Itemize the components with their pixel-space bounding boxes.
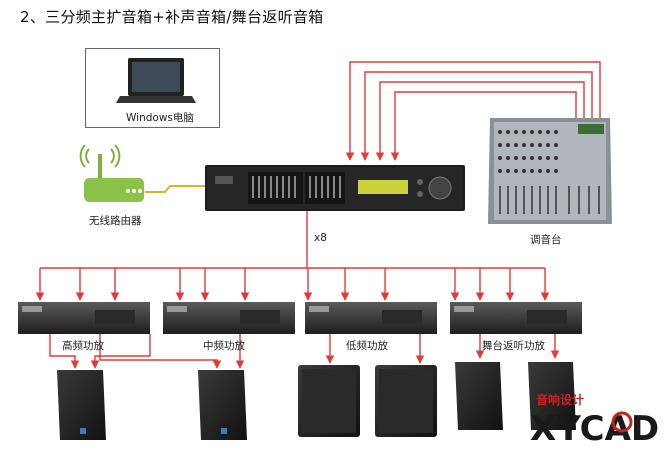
subwoofer-1 — [298, 365, 360, 437]
amplifier-mid — [163, 302, 295, 334]
mixer-console — [488, 118, 612, 224]
monitor-speaker-1 — [455, 362, 503, 430]
speaker-main-1 — [57, 370, 106, 440]
subwoofer-2 — [375, 365, 437, 437]
network-cable — [145, 185, 205, 193]
output-distribution-lines — [35, 211, 550, 301]
amp-label-mid: 中频功放 — [203, 340, 245, 352]
amp-label-monitor: 舞台返听功放 — [482, 340, 545, 352]
amp-speaker-lines — [49, 334, 560, 369]
amp-label-high: 高频功放 — [62, 340, 104, 352]
amp-label-low: 低频功放 — [346, 340, 388, 352]
xycad-logo: XYCAD — [530, 409, 659, 449]
laptop-icon — [116, 58, 196, 103]
mixer-label: 调音台 — [530, 234, 562, 246]
processor-count-label: x8 — [314, 232, 327, 244]
mixer-signal-lines — [345, 61, 601, 161]
watermark-text: 音响设计 — [536, 393, 585, 407]
wifi-router-icon — [79, 144, 144, 202]
amplifier-low — [305, 302, 437, 334]
amplifier-monitor — [450, 302, 582, 334]
amplifier-high — [18, 302, 150, 334]
processor-unit — [205, 165, 465, 211]
page-title: 2、三分频主扩音箱+补声音箱/舞台返听音箱 — [20, 8, 324, 26]
computer-label: Windows电脑 — [126, 112, 194, 124]
router-label: 无线路由器 — [89, 215, 142, 227]
monitor-speaker-2 — [528, 362, 576, 430]
svg-text:XYCAD: XYCAD — [530, 409, 659, 449]
speaker-main-2 — [198, 370, 247, 440]
